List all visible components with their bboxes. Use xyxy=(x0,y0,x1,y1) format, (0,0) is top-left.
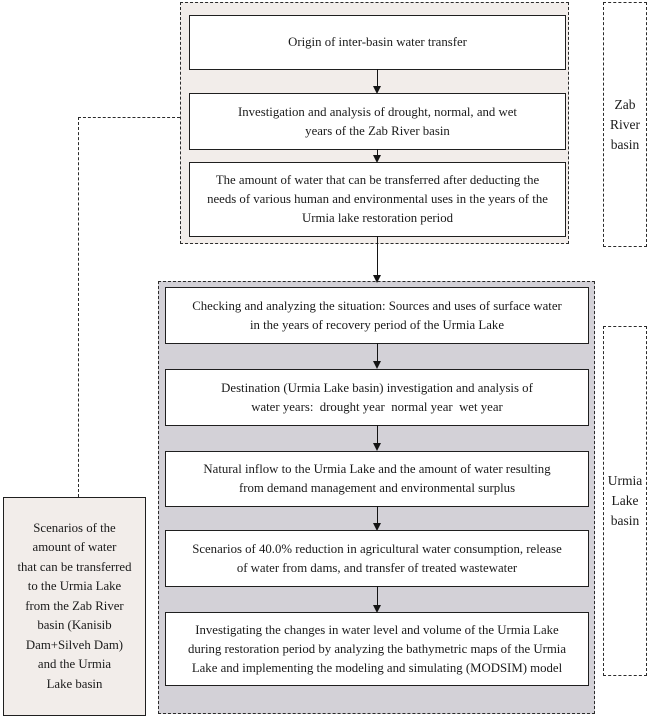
node-transferable-water-amount: The amount of water that can be transfer… xyxy=(189,162,566,237)
flow-arrow-down-icon xyxy=(372,69,383,94)
node-text: Natural inflow to the Urmia Lake and the… xyxy=(203,462,551,495)
node-text: Destination (Urmia Lake basin) investiga… xyxy=(221,380,533,414)
node-modsim-investigation: Investigating the changes in water level… xyxy=(165,612,589,686)
flow-arrow-down-icon xyxy=(372,149,383,163)
node-text: Scenarios of 40.0% reduction in agricult… xyxy=(192,541,562,575)
flow-arrow-down-icon xyxy=(372,586,383,613)
node-text: Origin of inter-basin water transfer xyxy=(288,35,467,49)
zab-basin-label-box: Zab River basin xyxy=(603,2,647,247)
node-text: The amount of water that can be transfer… xyxy=(207,173,548,225)
node-natural-inflow: Natural inflow to the Urmia Lake and the… xyxy=(165,451,589,507)
side-note-text: Scenarios of the amount of water that ca… xyxy=(17,520,132,691)
flow-arrow-down-icon xyxy=(372,236,383,283)
node-zab-water-years-analysis: Investigation and analysis of drought, n… xyxy=(189,93,566,150)
urmia-basin-label-box: Urmia Lake basin xyxy=(603,326,647,676)
side-note-connector-vertical xyxy=(78,117,79,497)
side-note-connector-horizontal xyxy=(78,117,180,118)
node-surface-water-sources-uses: Checking and analyzing the situation: So… xyxy=(165,287,589,344)
node-destination-water-years: Destination (Urmia Lake basin) investiga… xyxy=(165,369,589,426)
node-reduction-scenarios: Scenarios of 40.0% reduction in agricult… xyxy=(165,530,589,587)
flow-arrow-down-icon xyxy=(372,506,383,531)
zab-basin-label: Zab River basin xyxy=(610,96,640,152)
node-text: Investigating the changes in water level… xyxy=(187,622,567,675)
transfer-scenarios-note: Scenarios of the amount of water that ca… xyxy=(3,497,146,716)
flow-arrow-down-icon xyxy=(372,425,383,451)
node-text: Checking and analyzing the situation: So… xyxy=(192,298,562,332)
node-origin-of-transfer: Origin of inter-basin water transfer xyxy=(189,15,566,70)
urmia-basin-label: Urmia Lake basin xyxy=(607,473,643,528)
node-text: Investigation and analysis of drought, n… xyxy=(238,104,517,138)
flow-arrow-down-icon xyxy=(372,343,383,369)
